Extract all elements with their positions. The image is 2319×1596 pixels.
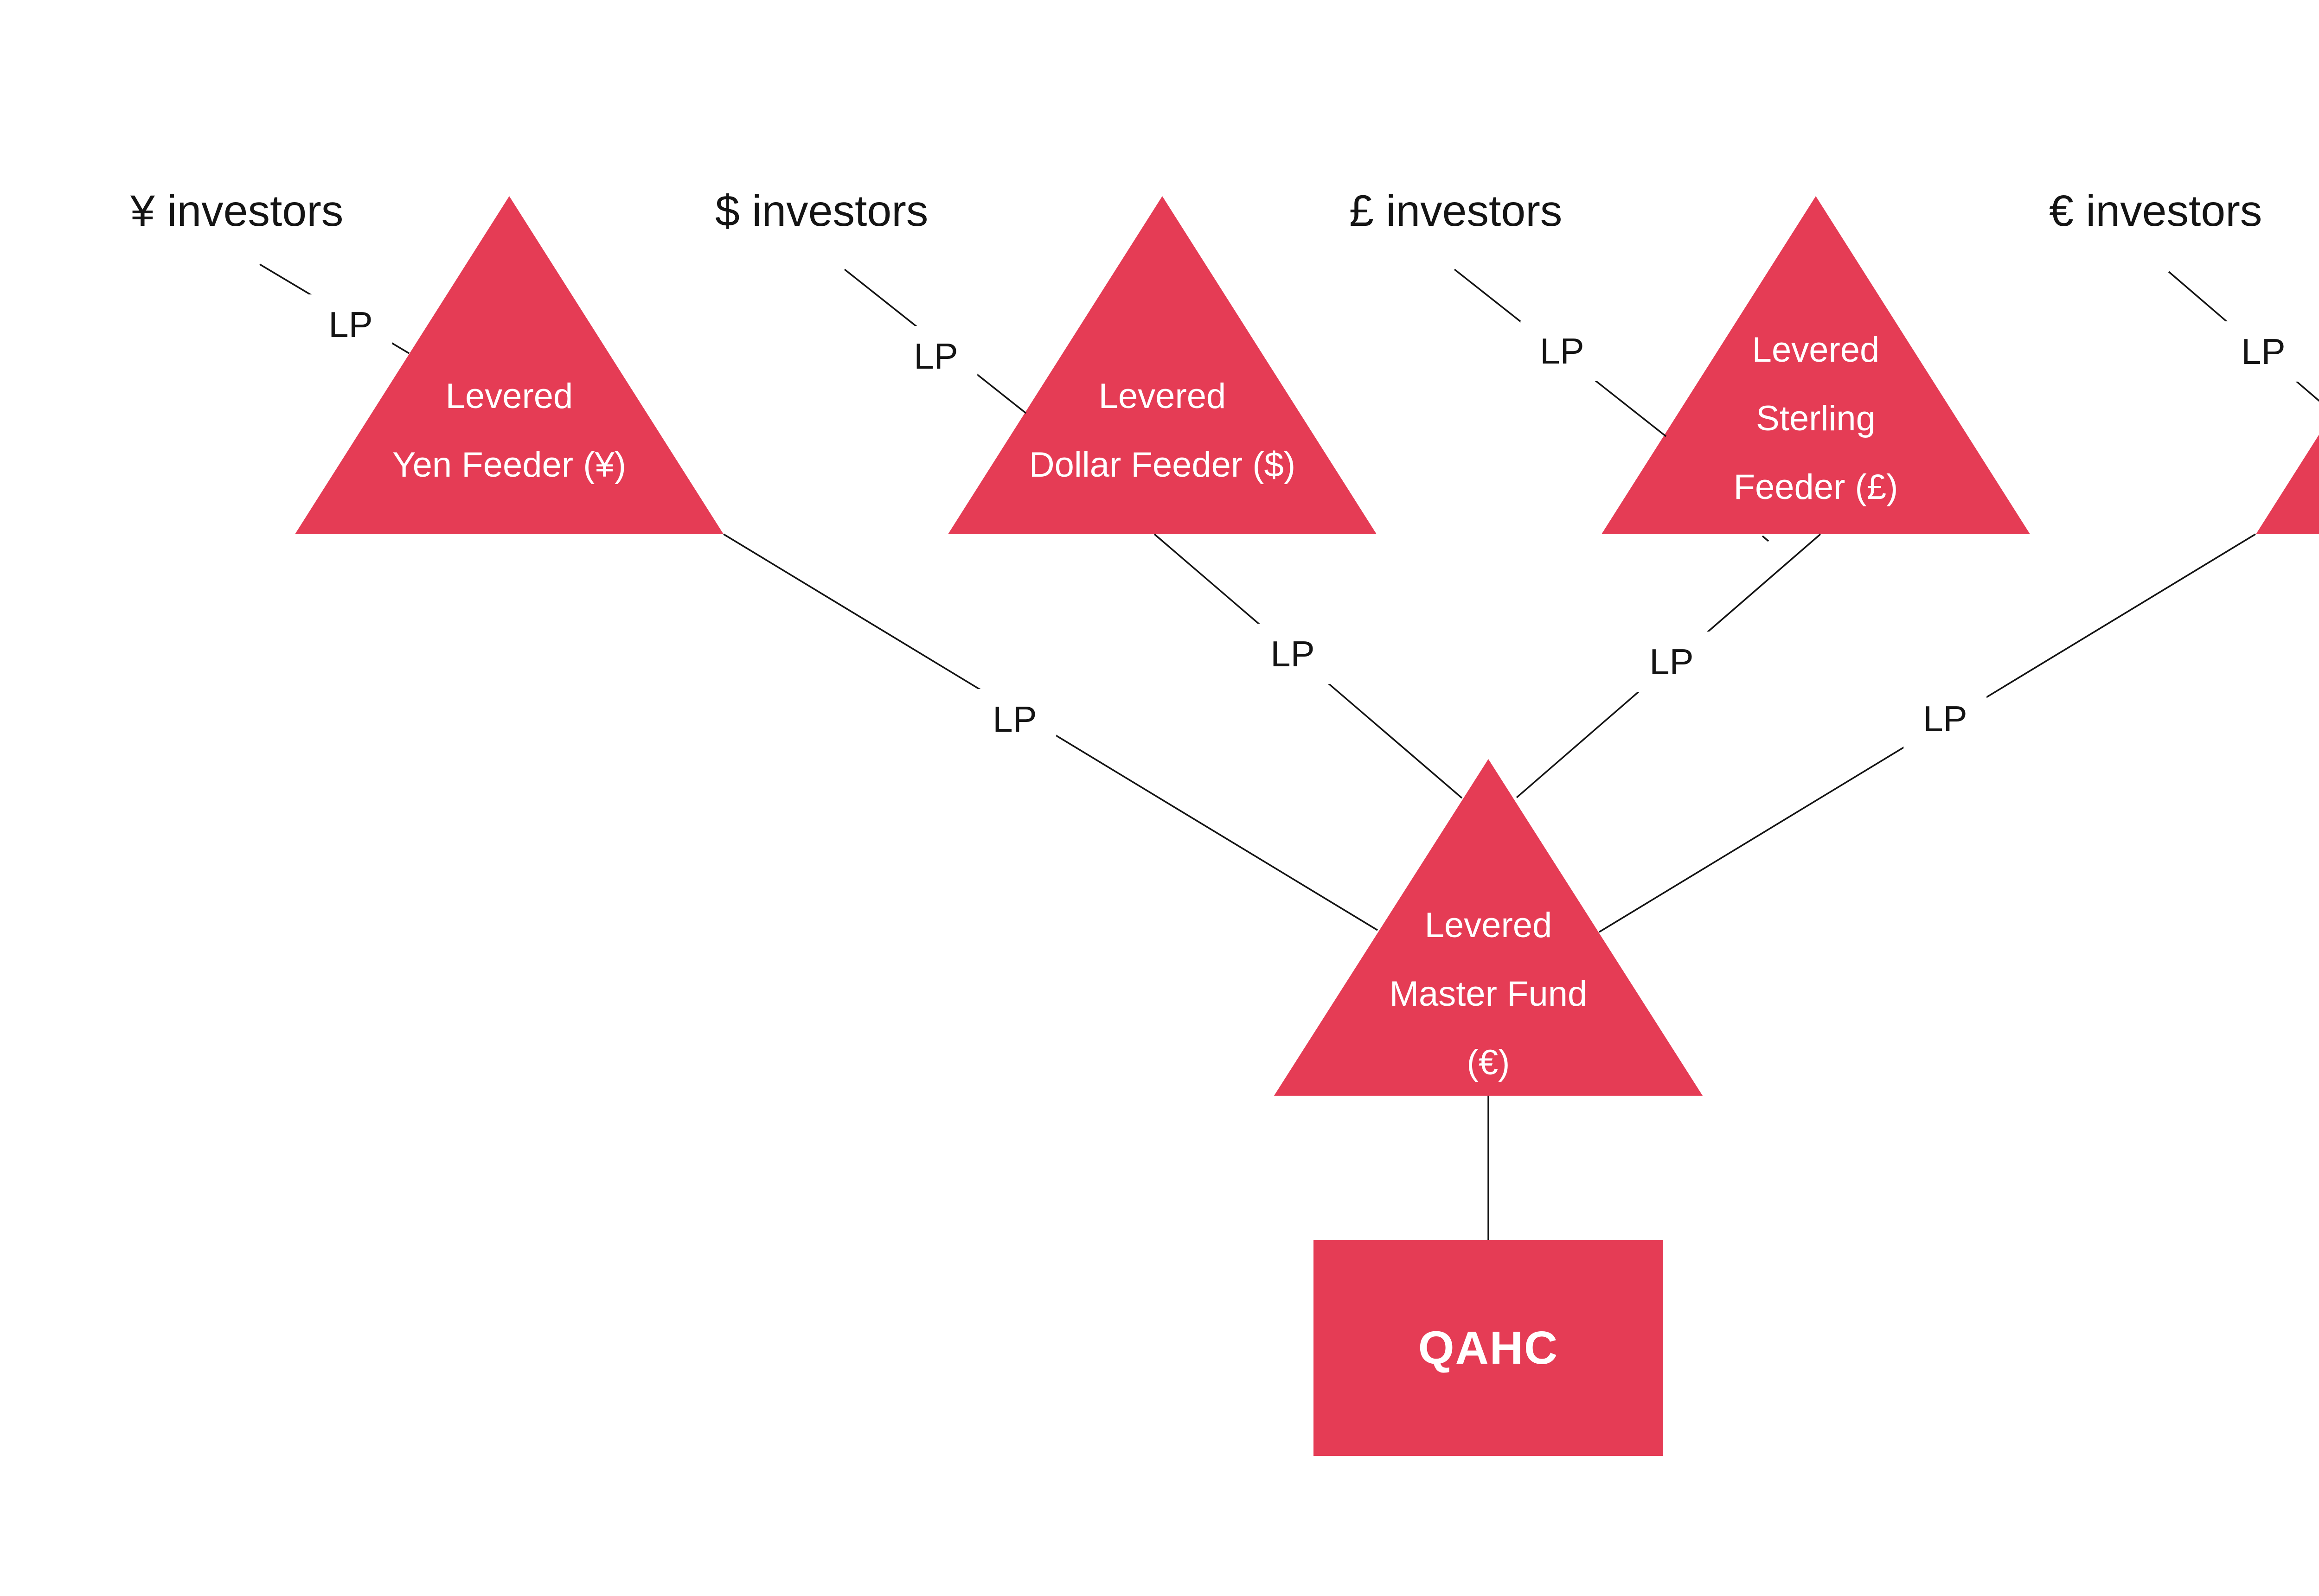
- master-fund-line3: (€): [1467, 1043, 1510, 1082]
- yen-feeder-line2: Yen Feeder (¥): [392, 445, 627, 485]
- yen-feeder-line1: Levered: [445, 377, 573, 416]
- sterling-investors-label: £ investors: [1349, 186, 1563, 236]
- sterling-feeder-line3: Feeder (£): [1733, 467, 1898, 507]
- yen-investors-label: ¥ investors: [130, 186, 344, 236]
- sterling-feeder-line2: Sterling: [1756, 399, 1876, 438]
- lp-label-euro-feeder: LP: [1903, 689, 1987, 749]
- lp-label-sterling-investors: LP: [1520, 321, 1604, 381]
- euro-investors-label: € investors: [2049, 186, 2262, 236]
- levered-euro-feeder-label: Levered Euro Feeder (€): [2256, 362, 2319, 499]
- lp-label-yen-feeder: LP: [973, 689, 1057, 749]
- qahc-box: QAHC: [1313, 1240, 1663, 1456]
- lp-label-euro-investors: LP: [2222, 321, 2305, 382]
- sterling-feeder-line1: Levered: [1752, 330, 1880, 370]
- levered-master-fund-label: Levered Master Fund (€): [1274, 891, 1703, 1097]
- lp-label-yen-investors: LP: [309, 294, 392, 355]
- line-stub-sterling: [1762, 535, 1769, 542]
- dollar-investors-label: $ investors: [715, 186, 929, 236]
- lp-label-dollar-investors: LP: [894, 326, 978, 386]
- master-fund-line1: Levered: [1424, 906, 1552, 945]
- master-fund-line2: Master Fund: [1389, 974, 1588, 1014]
- lp-label-sterling-feeder: LP: [1630, 632, 1713, 692]
- euro-feeder-line2: Euro Feeder (€): [2256, 431, 2319, 499]
- levered-yen-feeder-label: Levered Yen Feeder (¥): [295, 362, 724, 499]
- levered-dollar-feeder-label: Levered Dollar Feeder ($): [948, 362, 1377, 499]
- dollar-feeder-line2: Dollar Feeder ($): [1029, 445, 1296, 485]
- qahc-label: QAHC: [1418, 1321, 1559, 1374]
- dollar-feeder-line1: Levered: [1098, 377, 1226, 416]
- levered-sterling-feeder-label: Levered Sterling Feeder (£): [1602, 316, 2030, 522]
- lp-label-dollar-feeder: LP: [1251, 624, 1334, 684]
